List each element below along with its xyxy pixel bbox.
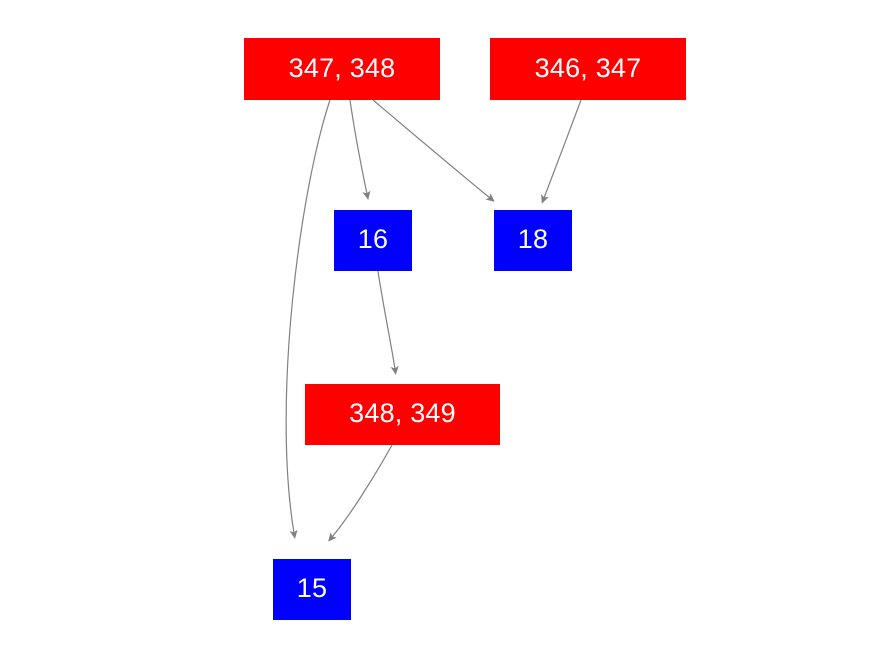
edge-346-347-to-18: [541, 99, 582, 204]
node-label: 348, 349: [349, 398, 456, 428]
node-label: 347, 348: [288, 52, 396, 83]
node-label: 15: [296, 573, 328, 603]
node-label: 18: [517, 224, 549, 254]
node-label: 16: [357, 224, 389, 254]
edge-347-348-to-15: [285, 99, 331, 539]
edges-group: [285, 99, 582, 542]
edge-16-to-348-349: [377, 270, 399, 375]
node-346-347[interactable]: 346, 347: [490, 38, 686, 100]
node-16[interactable]: 16: [334, 210, 412, 271]
node-15[interactable]: 15: [273, 559, 351, 620]
node-18[interactable]: 18: [494, 210, 572, 271]
node-label: 346, 347: [534, 52, 642, 83]
node-348-349[interactable]: 348, 349: [305, 384, 500, 445]
node-347-348[interactable]: 347, 348: [244, 38, 440, 100]
edge-347-348-to-18: [372, 99, 495, 202]
edge-348-349-to-15: [328, 444, 393, 542]
edge-347-348-to-16: [349, 99, 371, 200]
